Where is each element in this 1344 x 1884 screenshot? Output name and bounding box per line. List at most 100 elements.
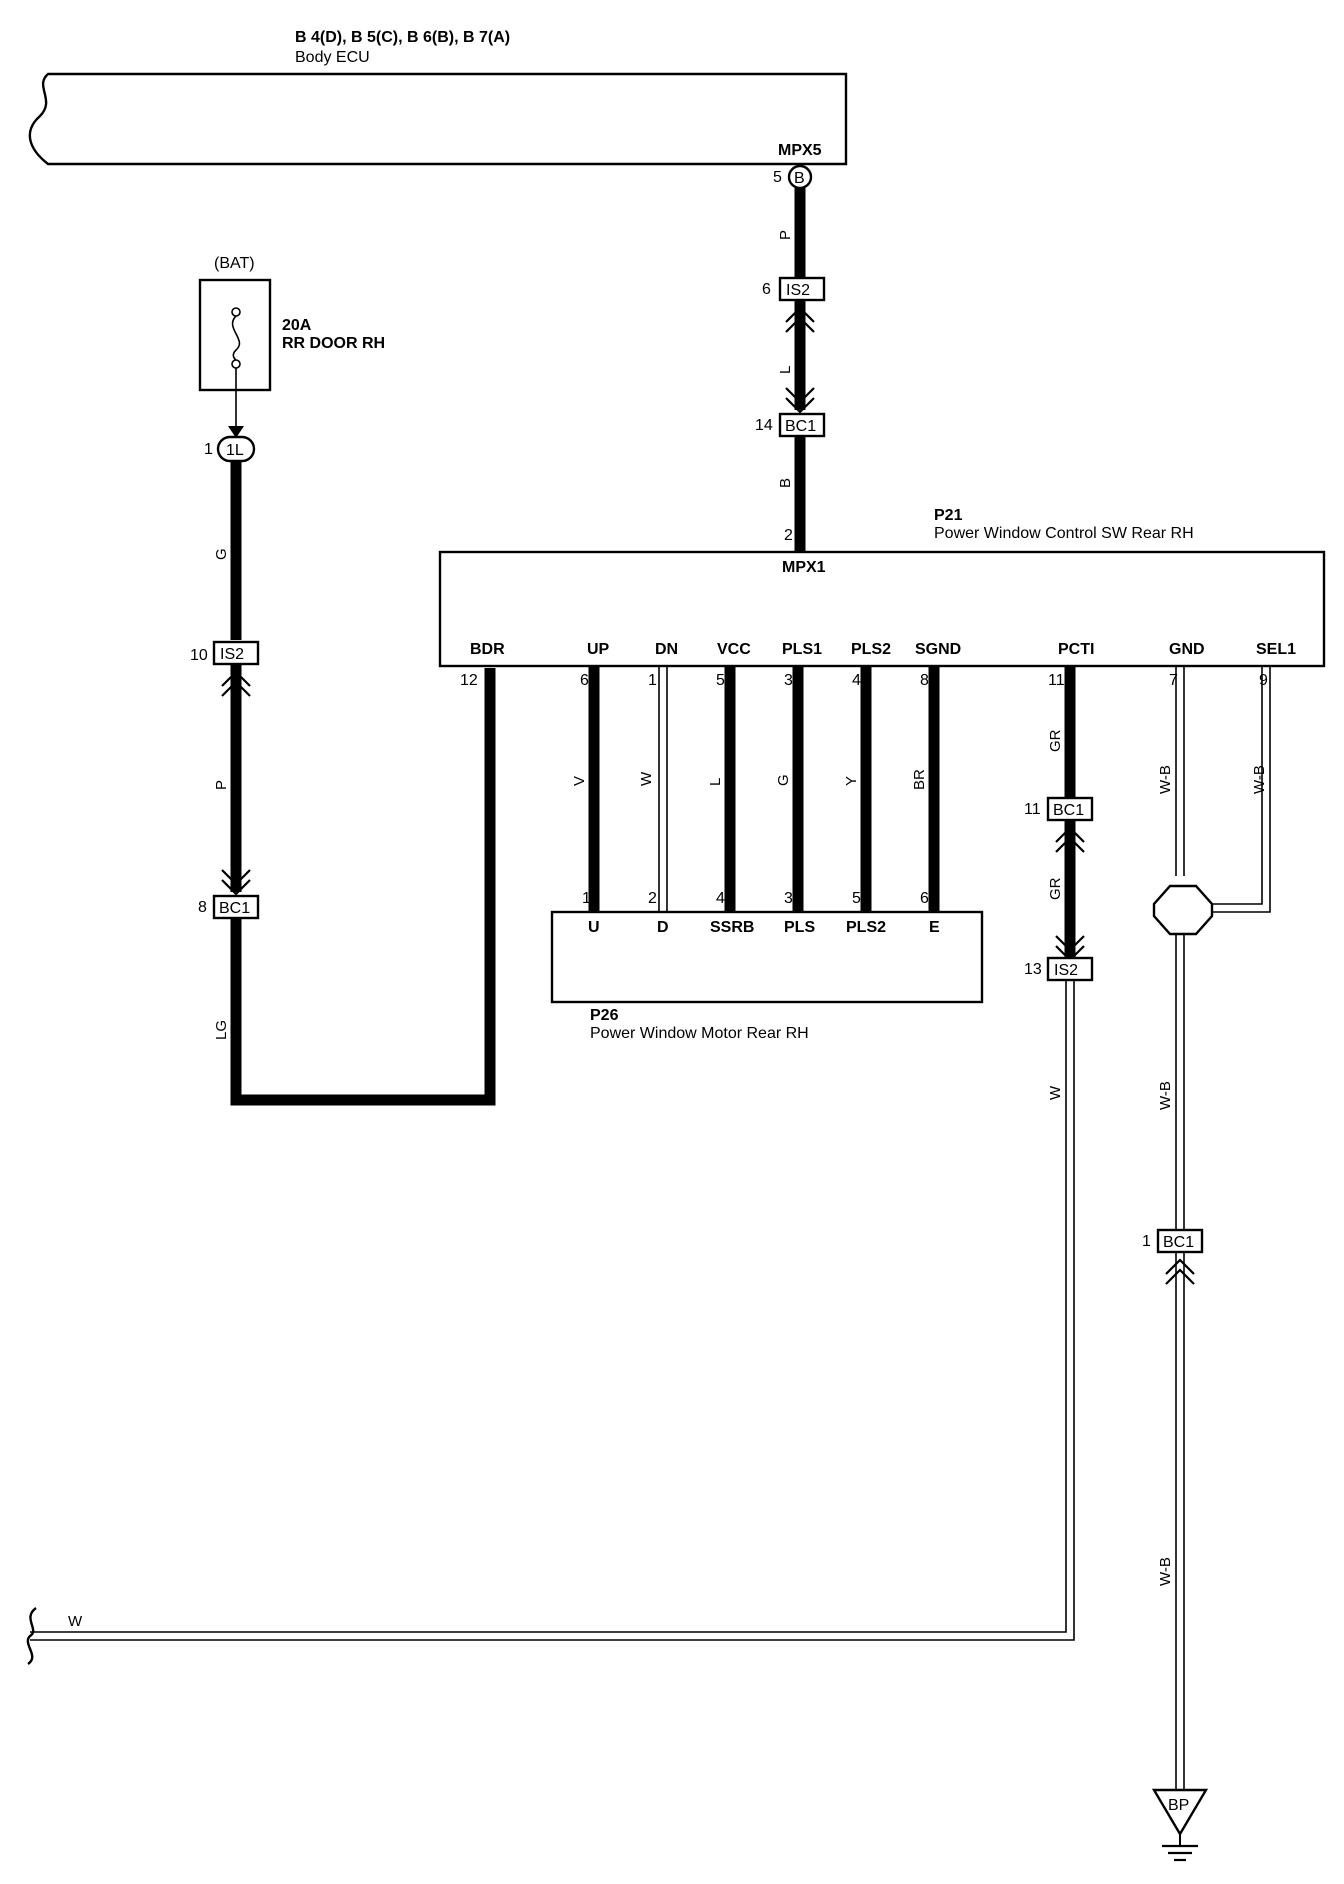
ecu-pin-number: 5 bbox=[773, 169, 782, 186]
connector-pin: 8 bbox=[198, 899, 207, 916]
inline-connector-arrow bbox=[1165, 1258, 1195, 1285]
switch-terminal-up: UP bbox=[587, 641, 610, 658]
switch-box bbox=[438, 550, 1326, 668]
fuse-icon bbox=[231, 315, 241, 361]
junction-pin: 1 bbox=[204, 441, 213, 458]
connector-pin: 13 bbox=[1024, 961, 1042, 978]
connector-pin: 10 bbox=[190, 647, 208, 664]
ecu-terminal-label: MPX5 bbox=[778, 142, 822, 159]
motor-terminal-e: E bbox=[929, 919, 940, 936]
ecu-name-label: Body ECU bbox=[295, 49, 370, 66]
switch-pin-pcti: 11 bbox=[1048, 672, 1065, 689]
wire-sel1-a bbox=[1206, 666, 1263, 905]
motor-terminal-d: D bbox=[657, 919, 669, 936]
motor-pin-d: 2 bbox=[648, 890, 657, 907]
motor-terminal-u: U bbox=[588, 919, 600, 936]
switch-terminal-pcti: PCTI bbox=[1058, 641, 1094, 658]
motor-pin-pls: 3 bbox=[784, 890, 793, 907]
inline-connector-arrow bbox=[221, 869, 251, 896]
switch-pin-bdr: 12 bbox=[460, 672, 478, 689]
motor-terminal-pls2: PLS2 bbox=[846, 919, 886, 936]
connector-pin: 1 bbox=[1142, 1233, 1151, 1250]
wire-label-pcti-gr-lower: GR bbox=[1047, 877, 1064, 900]
fuse-source-label: (BAT) bbox=[214, 255, 255, 272]
motor-pin-pls2: 5 bbox=[852, 890, 861, 907]
connector-pin: 11 bbox=[1024, 801, 1041, 818]
switch-terminal-gnd: GND bbox=[1169, 641, 1205, 658]
switch-terminal-dn: DN bbox=[655, 641, 678, 658]
motor-terminal-pls: PLS bbox=[784, 919, 815, 936]
wire-label-bottom-w: W bbox=[68, 1613, 83, 1630]
motor-box bbox=[550, 910, 984, 1004]
wire-label-left-p: P bbox=[213, 780, 230, 790]
wire-label-vcc: L bbox=[707, 778, 724, 786]
switch-pin-gnd: 7 bbox=[1169, 672, 1178, 689]
wire-label-left-g: G bbox=[213, 548, 230, 560]
wire-label-gnd-lower: W-B bbox=[1157, 1557, 1174, 1586]
wire-label-up: V bbox=[571, 776, 588, 786]
wire-label-mpx-p: P bbox=[777, 230, 794, 240]
switch-name: Power Window Control SW Rear RH bbox=[934, 525, 1194, 542]
inline-connector-arrow bbox=[221, 670, 251, 697]
fuse-arrow-icon bbox=[228, 426, 244, 438]
switch-terminal-pls1: PLS1 bbox=[782, 641, 822, 658]
motor-p26: 1 2 4 3 5 6 U D SSRB PLS PLS2 E P26 Powe… bbox=[550, 890, 984, 1042]
switch-mpx-label: MPX1 bbox=[782, 559, 826, 576]
switch-pin-pls2: 4 bbox=[852, 672, 861, 689]
switch-id: P21 bbox=[934, 507, 963, 524]
connector-label: IS2 bbox=[220, 646, 244, 663]
body-ecu: B 4(D), B 5(C), B 6(B), B 7(A) Body ECU … bbox=[28, 29, 848, 166]
inline-connector-arrow bbox=[785, 387, 815, 414]
connector-label: IS2 bbox=[786, 282, 810, 299]
fuse-name: RR DOOR RH bbox=[282, 335, 385, 352]
ground-label: BP bbox=[1168, 1797, 1189, 1814]
connector-label: IS2 bbox=[1054, 962, 1078, 979]
connector-pin: 6 bbox=[762, 281, 771, 298]
inline-connector-arrow bbox=[1055, 826, 1085, 853]
switch-pin-sgnd: 8 bbox=[920, 672, 929, 689]
splice-junction-icon bbox=[1152, 884, 1214, 936]
wire-label-gnd-middle: W-B bbox=[1157, 1081, 1174, 1110]
switch-terminal-pls2: PLS2 bbox=[851, 641, 891, 658]
switch-terminal-bdr: BDR bbox=[470, 641, 505, 658]
wire-label-dn: W bbox=[638, 771, 655, 786]
switch-pin-up: 6 bbox=[580, 672, 589, 689]
switch-terminal-vcc: VCC bbox=[717, 641, 751, 658]
switch-terminal-sel1: SEL1 bbox=[1256, 641, 1296, 658]
wire-label-mpx-l: L bbox=[777, 366, 794, 374]
switch-pin-vcc: 5 bbox=[716, 672, 725, 689]
connector-bc1-gnd bbox=[1156, 1228, 1204, 1254]
ground-point-icon bbox=[1151, 1788, 1209, 1837]
wire-label-pls1: G bbox=[775, 774, 792, 786]
wire-sel1-b bbox=[1206, 666, 1271, 913]
wire-label-left-lg: LG bbox=[213, 1020, 230, 1040]
connector-pin: 14 bbox=[755, 417, 773, 434]
wire-label-sel1: W-B bbox=[1251, 765, 1268, 794]
motor-pin-e: 6 bbox=[920, 890, 929, 907]
wire-break-icon bbox=[26, 1607, 37, 1665]
switch-pin-sel1: 9 bbox=[1259, 672, 1268, 689]
motor-pin-ssrb: 4 bbox=[716, 890, 725, 907]
motor-name: Power Window Motor Rear RH bbox=[590, 1025, 809, 1042]
fuse-box bbox=[198, 278, 272, 392]
switch-terminal-sgnd: SGND bbox=[915, 641, 961, 658]
connector-is2-pcti bbox=[1046, 956, 1094, 982]
fuse-rating: 20A bbox=[282, 317, 312, 334]
fuse-contact bbox=[231, 307, 241, 317]
ecu-box bbox=[28, 72, 848, 166]
wire-label-pcti-gr-upper: GR bbox=[1047, 729, 1064, 752]
switch-pin-dn: 1 bbox=[648, 672, 657, 689]
switch-pin-pls1: 3 bbox=[784, 672, 793, 689]
connector-label: BC1 bbox=[1163, 1234, 1194, 1251]
ecu-pin-letter: B bbox=[794, 170, 805, 187]
wire-label-gnd: W-B bbox=[1157, 765, 1174, 794]
wire-label-sgnd: BR bbox=[911, 769, 928, 790]
wire-left-lg-loop bbox=[230, 668, 496, 1106]
connector-label: BC1 bbox=[219, 900, 250, 917]
wire-pcti-w-b bbox=[30, 980, 1075, 1641]
fuse: (BAT) 20A RR DOOR RH bbox=[198, 255, 385, 392]
wire-label-mpx-b: B bbox=[777, 478, 794, 488]
fuse-contact bbox=[231, 359, 241, 369]
inline-connector-arrow bbox=[785, 306, 815, 333]
